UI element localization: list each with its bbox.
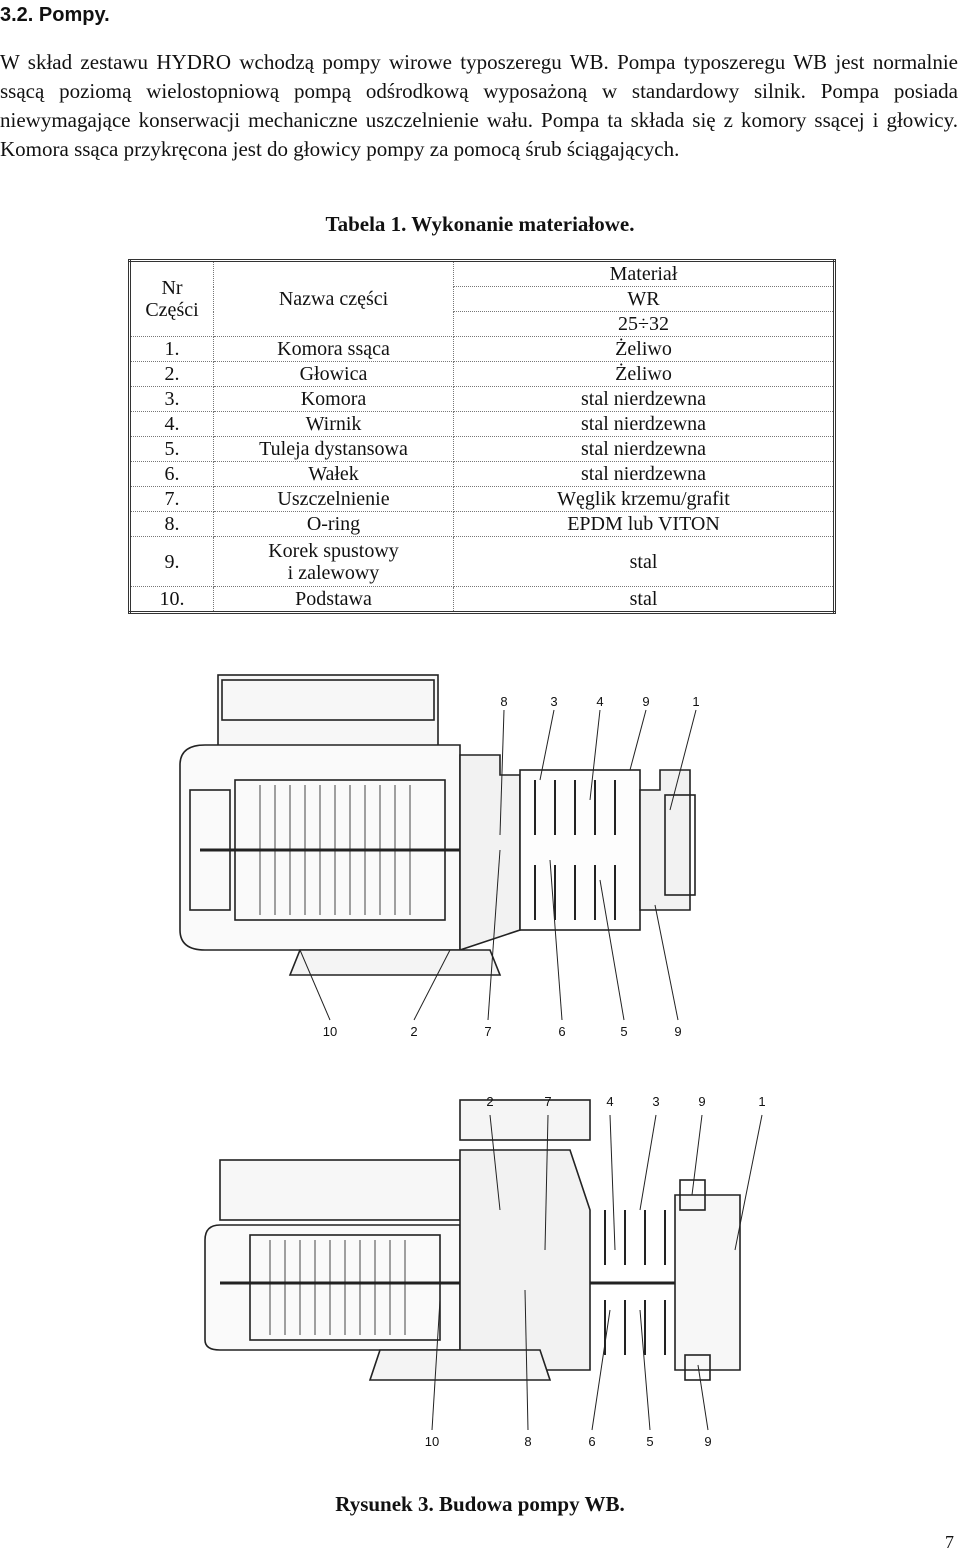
- cell-part-name-line2: i zalewowy: [287, 561, 380, 584]
- cell-nr: 3.: [129, 386, 214, 412]
- callout-label: 8: [500, 694, 507, 709]
- cell-material: Żeliwo: [453, 361, 835, 387]
- table-row: 6. Wałek stal nierdzewna: [129, 461, 835, 487]
- callout-label: 8: [524, 1434, 531, 1449]
- cell-nr: 10.: [129, 586, 214, 613]
- cell-nr: 4.: [129, 411, 214, 437]
- cell-nr: 9.: [129, 536, 214, 587]
- callout-label: 9: [674, 1024, 681, 1039]
- table-row: 1. Komora ssąca Żeliwo: [129, 336, 835, 362]
- cell-nr: 1.: [129, 336, 214, 362]
- callout-label: 7: [484, 1024, 491, 1039]
- cell-part-name: Korek spustowy i zalewowy: [213, 536, 454, 587]
- table-row: 2. Głowica Żeliwo: [129, 361, 835, 387]
- cell-part-name-line1: Korek spustowy: [268, 539, 399, 562]
- cell-material: stal nierdzewna: [453, 436, 835, 462]
- cell-part-name: Komora ssąca: [213, 336, 454, 362]
- section-heading: 3.2. Pompy.: [0, 4, 110, 26]
- callout-label: 6: [558, 1024, 565, 1039]
- pump-view-top: [179, 674, 696, 976]
- figure-caption: Rysunek 3. Budowa pompy WB.: [335, 1492, 625, 1516]
- cell-part-name: O-ring: [213, 511, 454, 537]
- callout-label: 5: [646, 1434, 653, 1449]
- callout-label: 10: [323, 1024, 337, 1039]
- cell-nr: 6.: [129, 461, 214, 487]
- cell-nr: 8.: [129, 511, 214, 537]
- callout-label: 2: [410, 1024, 417, 1039]
- cell-part-name: Podstawa: [213, 586, 454, 613]
- pump-cross-section-drawing: 8 3 4 9 1 10 2 7 6 5 9 2 7 4 3 9 1 10 8 …: [179, 674, 766, 1449]
- cell-part-name: Komora: [213, 386, 454, 412]
- header-material-range: 25÷32: [453, 311, 835, 337]
- callout-label: 7: [544, 1094, 551, 1109]
- page-number: 7: [945, 1532, 954, 1552]
- cell-part-name: Głowica: [213, 361, 454, 387]
- callout-label: 1: [692, 694, 699, 709]
- table-row: 9. Korek spustowy i zalewowy stal: [129, 536, 835, 587]
- cell-material: EPDM lub VITON: [453, 511, 835, 537]
- cell-part-name: Wałek: [213, 461, 454, 487]
- callout-label: 3: [550, 694, 557, 709]
- cell-nr: 2.: [129, 361, 214, 387]
- table-row: 8. O-ring EPDM lub VITON: [129, 511, 835, 537]
- table-header-row: Nr Części Nazwa części Materiał: [129, 260, 835, 337]
- cell-part-name: Tuleja dystansowa: [213, 436, 454, 462]
- callout-label: 10: [425, 1434, 439, 1449]
- header-material: Materiał: [453, 260, 835, 287]
- callout-label: 6: [588, 1434, 595, 1449]
- cell-material: stal: [629, 588, 658, 610]
- cell-material: stal nierdzewna: [453, 461, 835, 487]
- callout-label: 9: [704, 1434, 711, 1449]
- cell-material: stal nierdzewna: [453, 411, 835, 437]
- table-row: 7. Uszczelnienie Węglik krzemu/grafit: [129, 486, 835, 512]
- table-header-row: WR: [130, 286, 835, 312]
- table-header-row: 25÷32: [130, 311, 835, 337]
- table-row: 3. Komora stal nierdzewna: [129, 386, 835, 412]
- header-nr: Nr Części: [129, 260, 214, 337]
- callout-label: 4: [606, 1094, 613, 1109]
- callout-label: 9: [698, 1094, 705, 1109]
- cell-nr: 5.: [129, 436, 214, 462]
- materials-table: Nr Części Nazwa części Materiał WR 25÷32…: [128, 259, 836, 614]
- table-row: 4. Wirnik stal nierdzewna: [129, 411, 835, 437]
- header-material-type: WR: [453, 286, 835, 312]
- callout-label: 3: [652, 1094, 659, 1109]
- callout-label: 4: [596, 694, 603, 709]
- callout-label: 9: [642, 694, 649, 709]
- pump-view-bottom: [204, 1099, 741, 1381]
- cell-material: Węglik krzemu/grafit: [453, 486, 835, 512]
- cell-material: Żeliwo: [453, 336, 835, 362]
- cell-material: stal: [453, 536, 835, 587]
- cell-part-name: Uszczelnienie: [213, 486, 454, 512]
- callout-label: 2: [486, 1094, 493, 1109]
- callout-label: 1: [758, 1094, 765, 1109]
- cell-part-name: Wirnik: [213, 411, 454, 437]
- header-nr-line1: Nr: [161, 277, 183, 299]
- callout-label: 5: [620, 1024, 627, 1039]
- header-nr-line2: Części: [145, 299, 199, 321]
- intro-paragraph: W skład zestawu HYDRO wchodzą pompy wiro…: [0, 50, 958, 161]
- table-row: 10. Podstawa stal: [129, 586, 835, 613]
- cell-material: stal nierdzewna: [453, 386, 835, 412]
- table-caption: Tabela 1. Wykonanie materiałowe.: [325, 212, 635, 236]
- cell-nr: 7.: [129, 486, 214, 512]
- header-part-name: Nazwa części: [213, 260, 454, 337]
- table-row: 5. Tuleja dystansowa stal nierdzewna: [129, 436, 835, 462]
